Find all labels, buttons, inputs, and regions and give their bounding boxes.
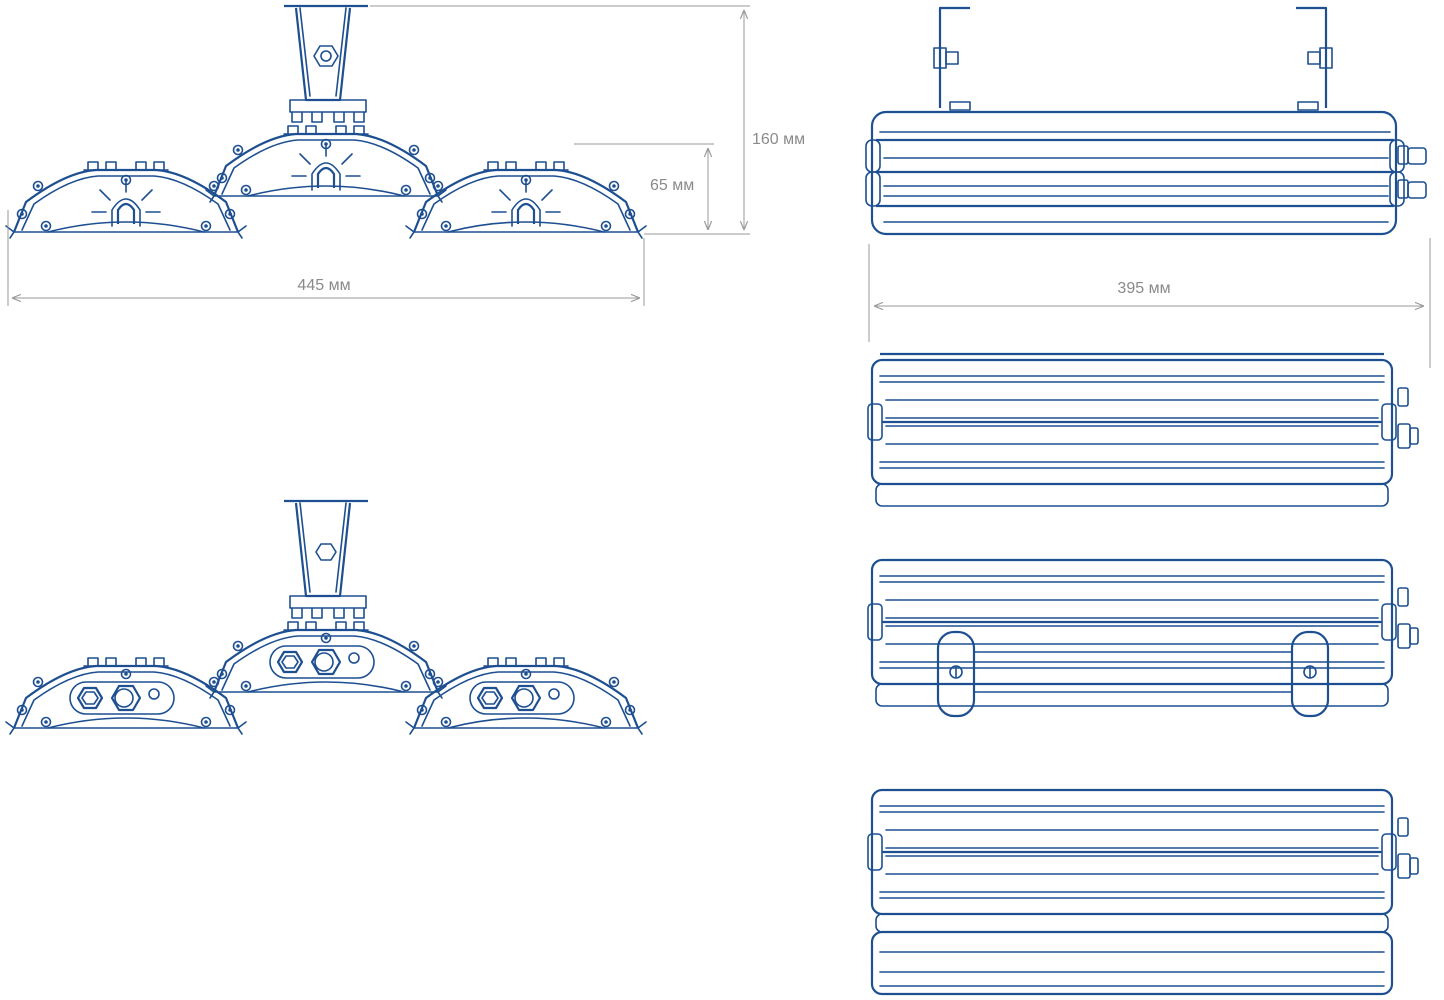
dimension-module-height-label: 65 мм [650, 177, 694, 194]
dimension-height-label: 160 мм [752, 131, 805, 148]
top-view [866, 352, 1420, 996]
dimension-width-label: 445 мм [297, 277, 350, 294]
front-view [6, 4, 646, 238]
side-view [865, 6, 1427, 236]
dimension-side-width-label: 395 мм [1117, 280, 1170, 297]
dimension-lines-side [868, 238, 1431, 368]
dimension-lines-front [7, 5, 750, 306]
rear-view [6, 499, 646, 734]
